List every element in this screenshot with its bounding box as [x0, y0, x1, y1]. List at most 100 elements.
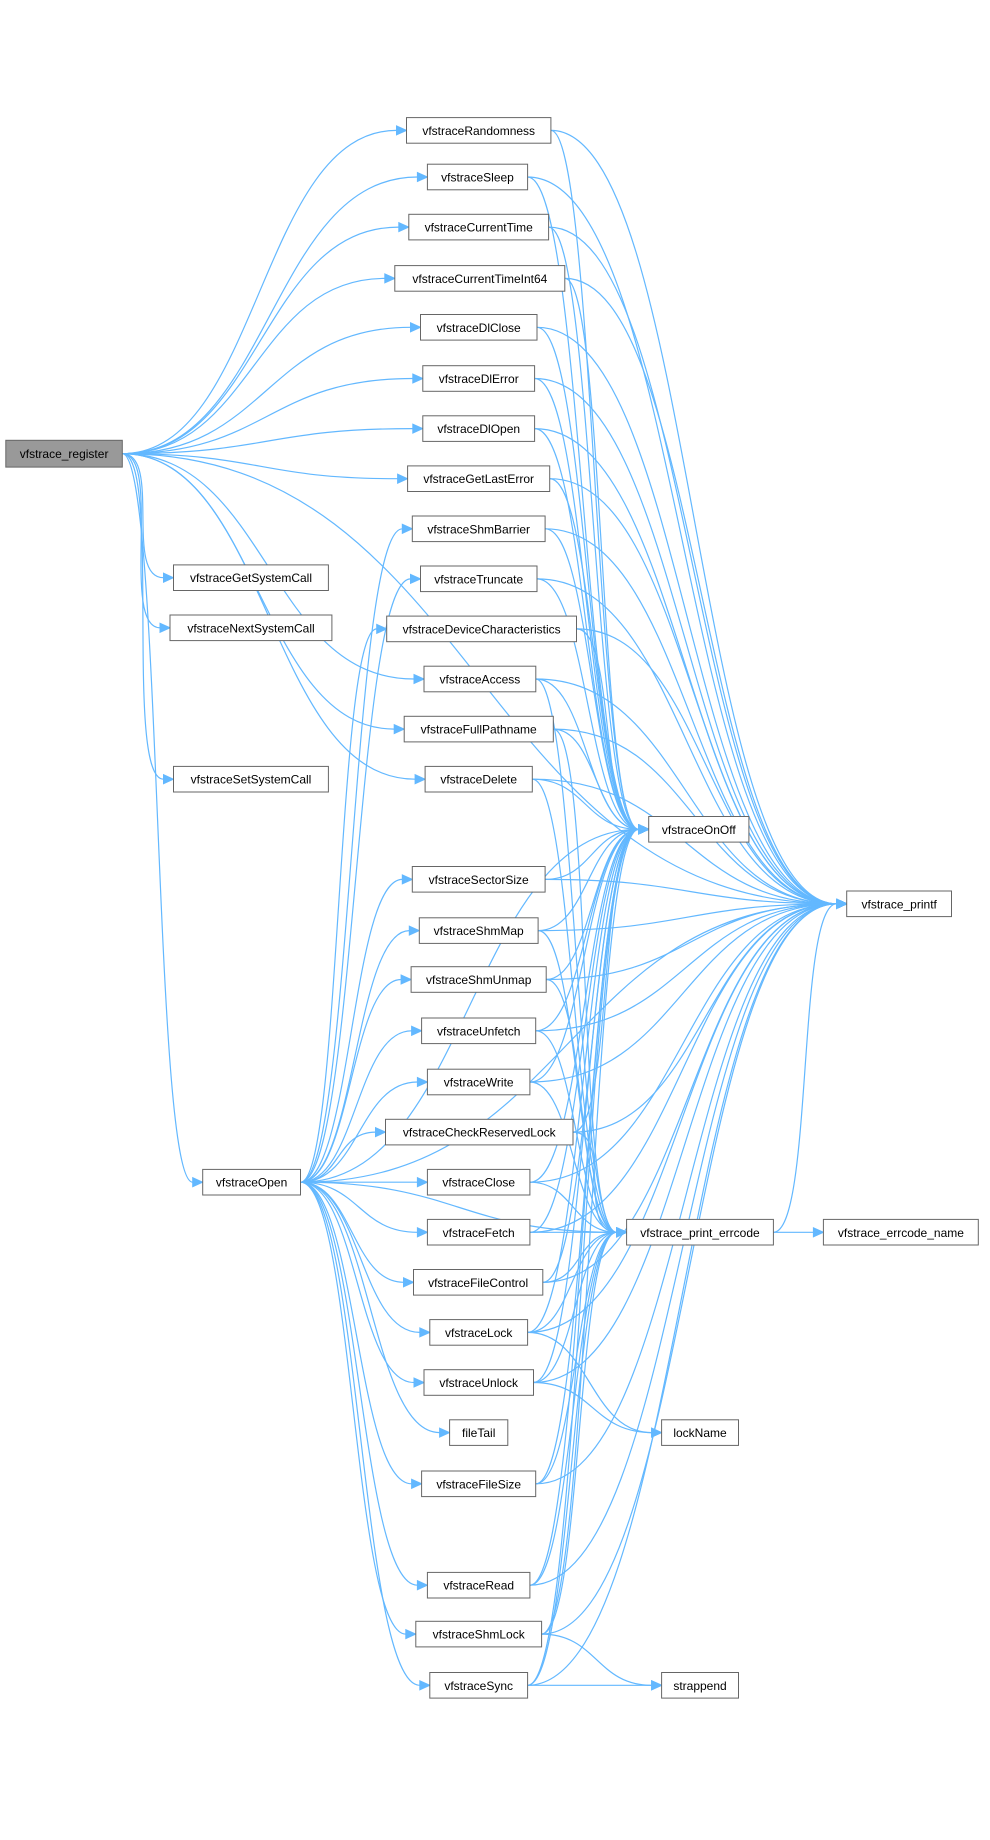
node-label-sync: vfstraceSync: [444, 1679, 513, 1693]
node-fullpathname[interactable]: vfstraceFullPathname: [403, 715, 554, 743]
edge-checkreservedlock-to-printf: [572, 903, 837, 1133]
edge-shmlock-to-strappend: [541, 1633, 652, 1686]
node-box-access: [423, 665, 537, 693]
node-box-locknamefn: [661, 1419, 739, 1446]
node-label-filetail: fileTail: [462, 1426, 495, 1440]
node-box-dlerror: [422, 365, 536, 392]
edge-truncate-to-printf: [536, 578, 837, 905]
node-box-unfetch: [421, 1017, 537, 1045]
node-label-shmlock: vfstraceShmLock: [433, 1628, 526, 1642]
node-box-unlock: [423, 1369, 534, 1396]
edge-printerrcode-to-printf: [773, 903, 837, 1233]
node-locknamefn[interactable]: lockName: [661, 1419, 739, 1446]
node-box-randomness: [406, 117, 552, 144]
edge-unlock-to-locknamefn: [533, 1381, 652, 1434]
node-label-close: vfstraceClose: [442, 1176, 515, 1190]
edge-write-to-onoff: [529, 828, 639, 1083]
node-shmlock[interactable]: vfstraceShmLock: [415, 1620, 543, 1648]
node-fetch[interactable]: vfstraceFetch: [426, 1218, 531, 1246]
node-dlclose[interactable]: vfstraceDlClose: [420, 314, 538, 341]
node-box-filetail: [449, 1419, 509, 1446]
node-label-setsystemcall: vfstraceSetSystemCall: [191, 773, 312, 787]
edge-register-to-getlasterror: [122, 453, 398, 480]
arrowhead-register-to-open: [192, 1176, 204, 1188]
node-label-printf: vfstrace_printf: [862, 897, 938, 911]
node-box-shmunmap: [410, 966, 547, 993]
node-dlopen[interactable]: vfstraceDlOpen: [422, 415, 536, 442]
arrowhead-register-to-fullpathname: [393, 723, 406, 735]
edge-delete-to-onoff: [532, 778, 639, 830]
arrowhead-printerrcode-to-errcodename: [812, 1227, 825, 1238]
node-currenttimeint64[interactable]: vfstraceCurrentTimeInt64: [394, 265, 566, 292]
node-close[interactable]: vfstraceClose: [426, 1168, 531, 1196]
node-printerrcode[interactable]: vfstrace_print_errcode: [626, 1218, 774, 1246]
node-devicechar[interactable]: vfstraceDeviceCharacteristics: [386, 615, 578, 643]
node-label-strappend: strappend: [673, 1679, 726, 1693]
node-label-filecontrol: vfstraceFileControl: [428, 1276, 528, 1290]
node-label-errcodename: vfstrace_errcode_name: [838, 1226, 964, 1240]
node-nextsystemcall[interactable]: vfstraceNextSystemCall: [169, 614, 333, 642]
node-getsystemcall[interactable]: vfstraceGetSystemCall: [173, 564, 329, 592]
node-label-shmunmap: vfstraceShmUnmap: [426, 973, 532, 987]
arrowhead-open-to-printf: [836, 898, 848, 910]
node-shmmap[interactable]: vfstraceShmMap: [418, 917, 539, 944]
arrowhead-open-to-shmmap: [408, 925, 421, 936]
node-write[interactable]: vfstraceWrite: [426, 1068, 531, 1096]
edge-currenttime-to-onoff: [548, 226, 639, 830]
node-sync[interactable]: vfstraceSync: [429, 1672, 529, 1699]
node-lock[interactable]: vfstraceLock: [429, 1319, 529, 1346]
node-unfetch[interactable]: vfstraceUnfetch: [421, 1017, 537, 1045]
node-shmbarrier[interactable]: vfstraceShmBarrier: [411, 515, 546, 543]
node-sectorsize[interactable]: vfstraceSectorSize: [411, 866, 546, 893]
edge-dlerror-to-onoff: [534, 377, 639, 830]
node-strappend[interactable]: strappend: [661, 1672, 739, 1699]
edge-shmlock-to-printerrcode: [541, 1231, 617, 1635]
node-box-nextsystemcall: [169, 614, 333, 642]
edge-truncate-to-onoff: [536, 578, 639, 830]
node-dlerror[interactable]: vfstraceDlError: [422, 365, 536, 392]
node-register[interactable]: vfstrace_register: [5, 439, 123, 468]
edge-write-to-printerrcode: [529, 1081, 617, 1233]
node-filesize[interactable]: vfstraceFileSize: [421, 1470, 537, 1498]
node-filetail[interactable]: fileTail: [449, 1419, 509, 1446]
node-delete[interactable]: vfstraceDelete: [424, 765, 533, 793]
node-box-shmmap: [418, 917, 539, 944]
node-unlock[interactable]: vfstraceUnlock: [423, 1369, 534, 1396]
arrowhead-register-to-currenttime: [398, 221, 411, 233]
node-box-delete: [424, 765, 533, 793]
node-errcodename[interactable]: vfstrace_errcode_name: [822, 1218, 979, 1246]
node-label-locknamefn: lockName: [673, 1426, 727, 1440]
arrowhead-register-to-access: [413, 673, 426, 685]
edge-open-to-fetch: [300, 1181, 418, 1233]
node-currenttime[interactable]: vfstraceCurrentTime: [408, 213, 550, 241]
node-open[interactable]: vfstraceOpen: [202, 1168, 301, 1196]
edge-unlock-to-onoff: [533, 828, 639, 1384]
node-label-checkreservedlock: vfstraceCheckReservedLock: [403, 1126, 557, 1140]
edge-open-to-unfetch: [300, 1030, 412, 1183]
node-filecontrol[interactable]: vfstraceFileControl: [413, 1269, 544, 1296]
edge-register-to-dlopen: [122, 428, 413, 455]
edge-open-to-onoff: [300, 828, 639, 1183]
node-read[interactable]: vfstraceRead: [426, 1571, 531, 1599]
node-box-lock: [429, 1319, 529, 1346]
edge-register-to-fullpathname: [122, 453, 395, 730]
node-getlasterror[interactable]: vfstraceGetLastError: [407, 465, 551, 492]
node-onoff[interactable]: vfstraceOnOff: [648, 816, 750, 843]
node-setsystemcall[interactable]: vfstraceSetSystemCall: [173, 765, 329, 793]
node-box-shmlock: [415, 1620, 543, 1648]
node-truncate[interactable]: vfstraceTruncate: [420, 565, 538, 593]
node-checkreservedlock[interactable]: vfstraceCheckReservedLock: [385, 1118, 574, 1146]
node-box-filecontrol: [413, 1269, 544, 1296]
arrowhead-register-to-randomness: [396, 125, 408, 136]
arrowhead-open-to-write: [416, 1076, 429, 1088]
node-label-shmmap: vfstraceShmMap: [434, 924, 524, 938]
arrowhead-open-to-onoff: [638, 824, 650, 835]
arrowhead-register-to-sleep: [416, 171, 429, 183]
node-access[interactable]: vfstraceAccess: [423, 665, 537, 693]
node-shmunmap[interactable]: vfstraceShmUnmap: [410, 966, 547, 993]
node-printf[interactable]: vfstrace_printf: [846, 890, 953, 918]
node-randomness[interactable]: vfstraceRandomness: [406, 117, 552, 144]
edge-getlasterror-to-printf: [549, 478, 837, 905]
node-sleep[interactable]: vfstraceSleep: [426, 163, 529, 191]
